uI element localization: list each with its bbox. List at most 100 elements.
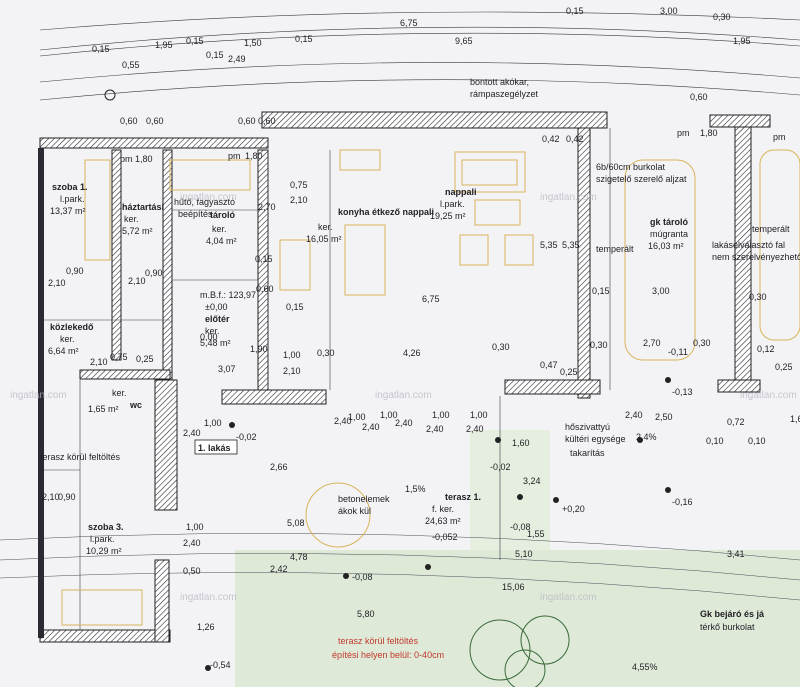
dim-right-2: 0,30 (749, 292, 767, 302)
watermark-7: ingatlan.com (540, 592, 597, 603)
dim-bot-7: 1,00 (432, 410, 450, 420)
dim-bot-29: 2,10 (42, 492, 60, 502)
dim-top-12: 0,55 (122, 60, 140, 70)
room-garazs-area: 16,03 m² (648, 241, 684, 251)
dim-right-5: 0,12 (757, 344, 775, 354)
room-eloter-floor: ker. (205, 326, 220, 336)
room-wc-area: 1,65 m² (88, 404, 119, 414)
note-temperalt-2: temperált (752, 224, 790, 234)
note-bontott-2: rámpaszegélyzet (470, 89, 539, 99)
room-szoba3-name: szoba 3. (88, 522, 124, 532)
dim-top-11: 2,49 (228, 54, 246, 64)
dim-top-13: 9,65 (455, 36, 473, 46)
wall-right-house (577, 127, 591, 399)
room-wc-floor: ker. (112, 388, 127, 398)
dim-bot-17: 15,06 (502, 582, 525, 592)
room-szerelveny-1: hűtő, fagyasztó (174, 197, 235, 207)
room-eloter-name: előtér (205, 314, 230, 324)
watermark-2: ingatlan.com (540, 192, 597, 203)
note-bontott-1: bontott akókar, (470, 77, 529, 87)
note-terasz-2: építési helyen belül: 0-40cm (332, 650, 444, 660)
dim-bot-23: 3,07 (218, 364, 236, 374)
dim-bot-27: 1,60 (512, 438, 530, 448)
room-kozlekedo-name: közlekedő (50, 322, 94, 332)
dim-vl-11: 0,90 (145, 268, 163, 278)
wall-terrace (504, 379, 601, 395)
dimension-labels: 6,75 0,15 3,00 0,30 1,95 0,15 1,95 0,15 … (42, 6, 800, 632)
wall-left-lower (154, 559, 170, 643)
walls (38, 111, 771, 643)
dim-bot-0: 2,40 (183, 428, 201, 438)
room-eloter-area: 5,48 m² (200, 338, 231, 348)
room-tarolo-area: 4,04 m² (206, 236, 237, 246)
dim-bot-6: 2,40 (395, 418, 413, 428)
dim-misc-6: pm (773, 132, 786, 142)
wall-garage-bottom (717, 379, 761, 393)
dim-bot-8: 2,40 (426, 424, 444, 434)
dim-bot-11: 2,66 (270, 462, 288, 472)
room-konyha-area: 16,05 m² (306, 234, 342, 244)
room-eloter-level: ±0,00 (205, 302, 227, 312)
dim-bot-25: 1,55 (527, 529, 545, 539)
room-garazs-name: gk tároló (650, 217, 689, 227)
level-4: -0,08 (352, 572, 373, 582)
note-temperalt-1: temperált (596, 244, 634, 254)
wall-top-main (261, 111, 608, 129)
dim-right-4: 0,30 (693, 338, 711, 348)
dim-bot-16: 3,41 (727, 549, 745, 559)
room-konyha-name: konyha étkező nappali (338, 207, 434, 217)
level-7: -0,13 (672, 387, 693, 397)
level-9: -0,54 (210, 660, 231, 670)
dim-right-1: 3,00 (652, 286, 670, 296)
dim-misc-4: pm (228, 151, 241, 161)
dim-bot-21: 2,40 (183, 538, 201, 548)
dim-top-5: 0,15 (186, 36, 204, 46)
level-8: -0,11 (668, 347, 688, 357)
furniture (61, 149, 800, 626)
room-garazs-sub: múgranta (650, 229, 688, 239)
room-nappali-area: 19,25 m² (430, 211, 466, 221)
wall-inner-3 (257, 149, 269, 391)
dim-bot-24: 0,25 (136, 354, 154, 364)
dim-top-9: 0,15 (295, 34, 313, 44)
dim-vl-8: 1,90 (250, 344, 268, 354)
dim-top-10: 0,15 (206, 50, 224, 60)
level-1: -0,02 (490, 462, 511, 472)
watermark-4: ingatlan.com (375, 390, 432, 401)
room-terasz-floor: f. ker. (432, 504, 454, 514)
room-lines (44, 128, 611, 630)
room-terasz-name: terasz 1. (445, 492, 481, 502)
dim-bot-22: 0,50 (183, 566, 201, 576)
wall-bottom-left (39, 629, 171, 643)
dim-vl-1: 0,60 (146, 116, 164, 126)
dim-vl-3: 0,60 (258, 116, 276, 126)
dim-vl-6: 0,15 (255, 254, 273, 264)
room-hazartasi-floor: ker. (124, 214, 139, 224)
room-kozlekedo-area: 6,64 m² (48, 346, 79, 356)
dim-bot-15: 5,10 (515, 549, 533, 559)
wall-inner-1 (111, 149, 122, 361)
level-10: 0,00 (200, 332, 218, 342)
lakas-box (194, 439, 238, 455)
note-ext: terasz körül feltöltés (40, 452, 121, 462)
room-szoba1-name: szoba 1. (52, 182, 88, 192)
room-kozlekedo-floor: ker. (60, 334, 75, 344)
room-szoba1-floor: l.park. (60, 194, 85, 204)
dim-mid-1: 2,10 (290, 195, 308, 205)
dim-vl-4: 0,60 (690, 92, 708, 102)
watermark-1: ingatlan.com (180, 192, 237, 203)
watermarks: ingatlan.com ingatlan.com ingatlan.com i… (10, 192, 797, 603)
dim-vl-13: 0,75 (110, 352, 128, 362)
dim-mid-10: 0,47 (540, 360, 558, 370)
dim-misc-1: 1,80 (245, 151, 263, 161)
dim-vl-5: 2,70 (258, 202, 276, 212)
watermark-5: ingatlan.com (740, 390, 797, 401)
wall-garage-top (709, 114, 771, 128)
room-hazartasi-name: háztartási (122, 202, 164, 212)
room-szerelveny-2: beépítés (178, 209, 213, 219)
hoszivattyu-3: takarítás (570, 448, 605, 458)
room-terasz-area: 24,63 m² (425, 516, 461, 526)
shrubs (469, 615, 570, 687)
room-konyha-floor: ker. (318, 222, 333, 232)
dim-top-0: 6,75 (400, 18, 418, 28)
